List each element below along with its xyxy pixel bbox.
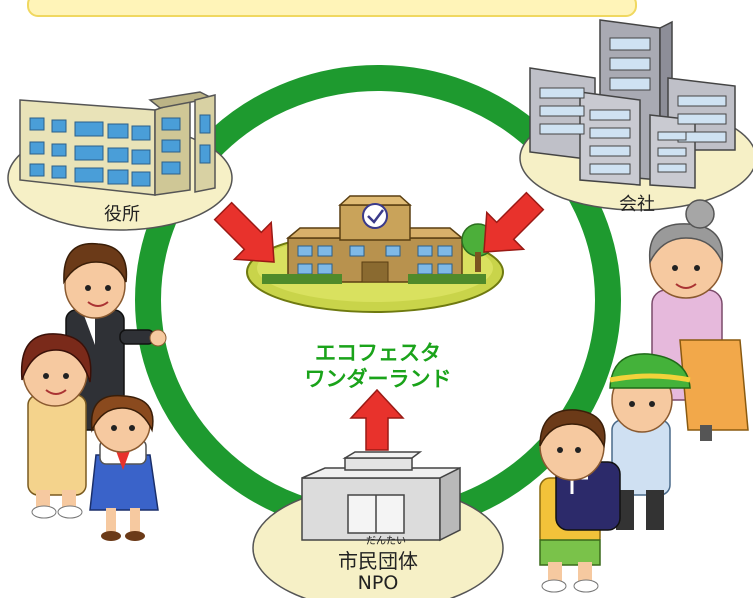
family-icon [20, 242, 167, 541]
arrow-from-yakusho [213, 201, 275, 263]
label-shimin-ruby: だんたい [366, 536, 406, 547]
grandmother-children-icon [539, 199, 749, 593]
center-title-line1: エコフェスタ [315, 341, 441, 365]
government-building-icon [19, 91, 216, 196]
center-title-line2: ワンダーランド [304, 367, 452, 391]
arrow-from-kaisha [483, 191, 545, 253]
label-npo: NPO [357, 572, 399, 594]
label-yakusho: 役所 [104, 204, 140, 225]
top-banner [27, 0, 637, 17]
label-kaisha: 会社 [619, 194, 655, 215]
citizen-group-building-icon [301, 451, 461, 542]
label-shimin: 市民団体 [338, 549, 418, 573]
office-buildings-icon [529, 19, 736, 189]
school-icon [246, 195, 504, 313]
center-title: エコフェスタ ワンダーランド [268, 340, 488, 392]
arrow-from-shimin [349, 388, 405, 451]
